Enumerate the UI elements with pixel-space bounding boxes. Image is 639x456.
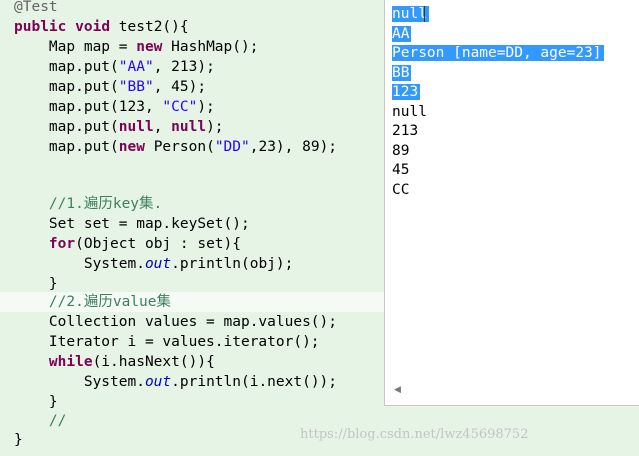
console-output-panel[interactable]: null AA Person [name=DD, age=23] BB 123 … (384, 0, 639, 406)
code-line-2: public void test2(){ (14, 19, 189, 35)
console-line-2-selected[interactable]: AA (392, 26, 412, 42)
console-line-1-selected[interactable]: null (392, 6, 429, 22)
code-line-4: map.put("AA", 213); (14, 59, 215, 75)
scroll-left-arrow-icon[interactable]: ◀ (394, 385, 401, 395)
code-line-14: System.out.println(obj); (14, 256, 294, 272)
console-line-9[interactable]: 45 (392, 162, 410, 178)
code-line-18: Iterator i = values.iterator(); (14, 334, 320, 350)
console-line-8[interactable]: 89 (392, 143, 410, 159)
console-line-4-selected[interactable]: BB (392, 65, 412, 81)
console-line-7[interactable]: 213 (392, 123, 419, 139)
code-line-20: System.out.println(i.next()); (14, 374, 338, 390)
code-line-17: Collection values = map.values(); (14, 314, 338, 330)
code-line-19: while(i.hasNext()){ (48, 354, 215, 370)
code-line-22: // (14, 413, 67, 429)
code-line-23: } (14, 432, 23, 448)
console-line-3-selected[interactable]: Person [name=DD, age=23] (392, 45, 604, 61)
code-line-11: //1.遍历key集. (14, 196, 163, 212)
watermark: https://blog.csdn.net/lwz45698752 (300, 427, 529, 442)
code-line-6: map.put(123, "CC"); (14, 99, 215, 115)
code-line-13: for(Object obj : set){ (48, 236, 241, 252)
code-line-8: map.put(new Person("DD",23), 89); (14, 139, 338, 155)
code-line-21: } (14, 394, 58, 410)
code-line-15: } (14, 276, 58, 292)
code-line-7: map.put(null, null); (14, 119, 224, 135)
console-line-6[interactable]: null (392, 104, 427, 120)
console-line-10[interactable]: CC (392, 182, 410, 198)
console-line-5-selected[interactable]: 123 (392, 84, 421, 100)
code-line-12: Set set = map.keySet(); (14, 216, 250, 232)
code-line-5: map.put("BB", 45); (14, 79, 207, 95)
code-line-3: Map map = new HashMap(); (14, 39, 259, 55)
code-line-1: @Test (14, 0, 58, 15)
text-cursor (424, 6, 425, 22)
